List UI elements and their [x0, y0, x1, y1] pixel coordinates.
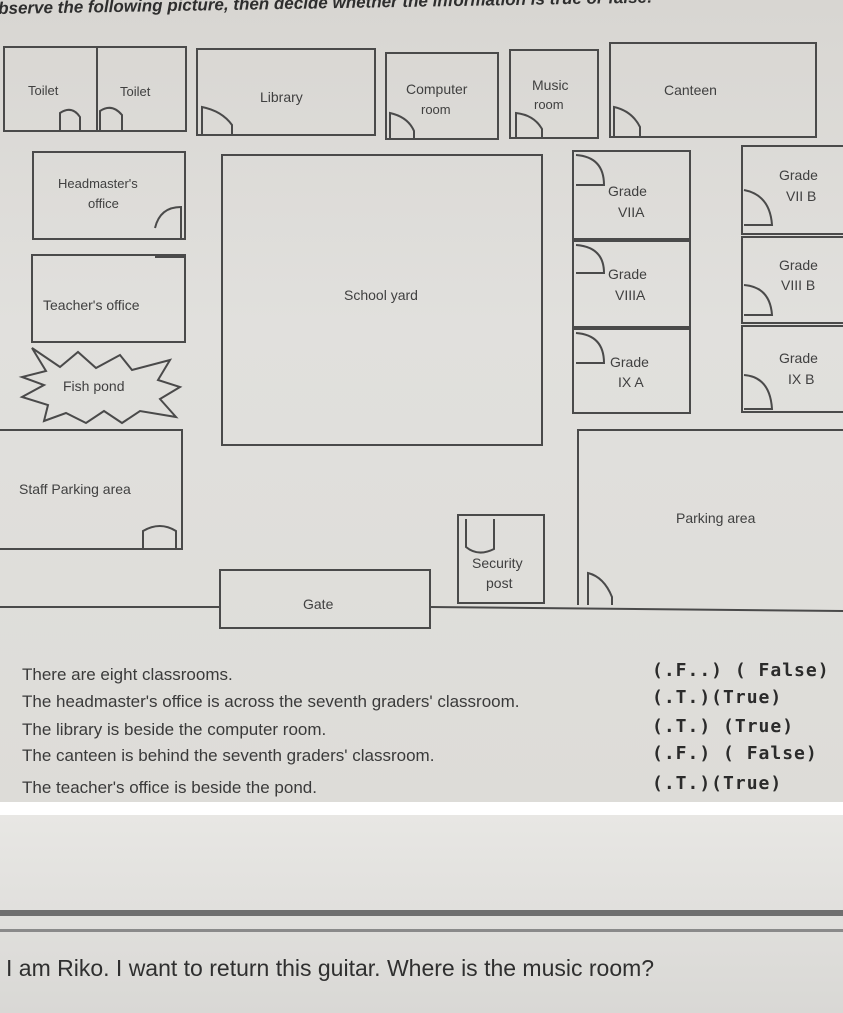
statement-4: The canteen is behind the seventh grader…: [22, 746, 435, 765]
music-room-room: [509, 49, 599, 139]
label-toilet-1: Toilet: [28, 83, 59, 98]
label-toilet-2: Toilet: [120, 84, 151, 99]
label-music-room-1: Music: [532, 77, 569, 93]
label-headmaster-1: Headmaster's: [58, 176, 138, 191]
label-school-yard: School yard: [344, 287, 418, 303]
gate-structure: [219, 569, 431, 629]
label-grade-word-viiia: Grade: [608, 266, 647, 282]
grade-viia-room: [572, 150, 691, 240]
parking-area: [577, 429, 843, 605]
teacher-office-room: [31, 254, 186, 343]
computer-room-room: [385, 52, 499, 140]
page-gap: [0, 802, 843, 816]
grade-viib-room: [741, 145, 843, 235]
answer-1: (.F..) ( False): [652, 660, 830, 681]
label-grade-viiib: VIII B: [781, 277, 816, 293]
answer-3: (.T.) (True): [652, 716, 795, 737]
toilet-2-room: [96, 46, 187, 132]
divider-rule-thin: [0, 929, 843, 932]
label-computer-room-1: Computer: [406, 81, 468, 97]
statement-5: The teacher's office is beside the pond.: [22, 778, 317, 797]
library-room: [196, 48, 376, 136]
school-map-drawing: [0, 42, 843, 629]
label-grade-word-ixb: Grade: [779, 350, 818, 366]
label-grade-viib: VII B: [786, 188, 817, 204]
label-grade-viiia: VIIIA: [615, 287, 646, 303]
fish-pond-shape: [18, 347, 183, 425]
label-music-room-2: room: [534, 97, 564, 112]
label-grade-word-viia: Grade: [608, 183, 647, 199]
label-grade-word-viib: Grade: [779, 167, 818, 183]
label-grade-ixb: IX B: [788, 371, 815, 387]
label-teacher-office: Teacher's office: [43, 297, 140, 313]
label-fish-pond: Fish pond: [63, 378, 125, 394]
label-grade-ixa: IX A: [618, 374, 644, 390]
label-grade-word-ixa: Grade: [610, 354, 649, 370]
statement-3: The library is beside the computer room.: [22, 720, 327, 739]
divider-rule: [0, 910, 843, 916]
headmaster-office-room: [32, 151, 186, 240]
label-headmaster-2: office: [88, 196, 119, 211]
worksheet-page: bserve the following picture, then decid…: [0, 0, 843, 812]
school-map: Toilet Toilet Library Computer room Musi…: [0, 25, 843, 665]
grade-ixb-room: [741, 325, 843, 413]
statement-2: The headmaster's office is across the se…: [22, 692, 520, 711]
label-security-1: Security: [472, 555, 523, 571]
instruction-text: bserve the following picture, then decid…: [0, 0, 653, 18]
second-page: I am Riko. I want to return this guitar.…: [0, 815, 843, 1013]
label-security-2: post: [486, 575, 513, 591]
grade-viiia-room: [572, 240, 691, 328]
statement-1: There are eight classrooms.: [22, 665, 233, 684]
label-staff-parking: Staff Parking area: [19, 481, 131, 497]
answer-5: (.T.)(True): [652, 773, 783, 794]
answer-4: (.F.) ( False): [652, 743, 818, 764]
label-grade-word-viiib: Grade: [779, 257, 818, 273]
label-canteen: Canteen: [664, 82, 717, 98]
riko-question: I am Riko. I want to return this guitar.…: [6, 955, 655, 981]
instruction-heading: bserve the following picture, then decid…: [0, 0, 843, 23]
canteen-room: [609, 42, 817, 138]
label-computer-room-2: room: [421, 102, 451, 117]
label-parking-area: Parking area: [676, 510, 756, 526]
school-yard-area: [221, 154, 543, 446]
label-gate: Gate: [303, 596, 334, 612]
label-library: Library: [260, 89, 303, 105]
security-post-room: [457, 514, 545, 604]
grade-ixa-room: [572, 328, 691, 414]
answer-2: (.T.)(True): [652, 687, 783, 708]
staff-parking-area: [0, 429, 183, 550]
grade-viiib-room: [741, 236, 843, 324]
label-grade-viia: VIIA: [618, 204, 645, 220]
